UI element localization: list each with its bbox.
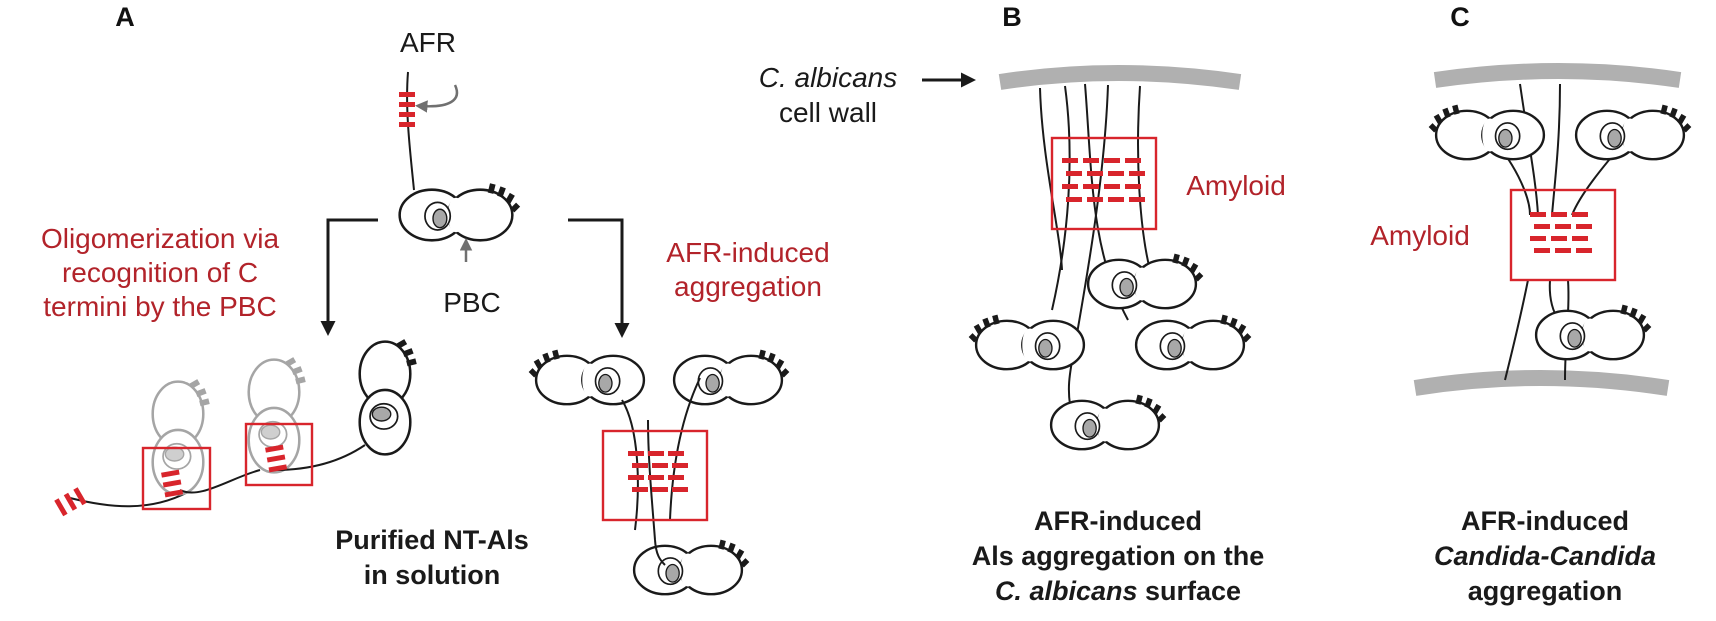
svg-text:in solution: in solution bbox=[364, 560, 500, 590]
left-branch-arrow bbox=[320, 218, 378, 336]
panel-c-caption: AFR-induced Candida-Candida aggregation bbox=[1434, 506, 1656, 606]
svg-text:Als aggregation on the: Als aggregation on the bbox=[972, 541, 1265, 571]
svg-text:cell wall: cell wall bbox=[779, 97, 877, 128]
svg-text:Oligomerization via: Oligomerization via bbox=[41, 223, 280, 254]
svg-text:AFR-induced: AFR-induced bbox=[1461, 506, 1629, 536]
amyloid-label-c: Amyloid bbox=[1370, 220, 1470, 251]
amyloid-box-c bbox=[1509, 188, 1617, 282]
amyloid-box-b bbox=[1050, 136, 1158, 231]
svg-text:aggregation: aggregation bbox=[1468, 576, 1623, 606]
cell-wall-b bbox=[998, 65, 1242, 90]
amyloid-box-solution bbox=[601, 429, 709, 522]
svg-text:AFR-induced: AFR-induced bbox=[666, 237, 829, 268]
afr-segment bbox=[399, 92, 415, 127]
oligomer-chain bbox=[54, 339, 417, 517]
panel-c: C Amyloid AFR-induced Candida-Candida ag… bbox=[1370, 2, 1689, 606]
pbc-recognition-box-1 bbox=[141, 446, 212, 511]
amyloid-stack-b bbox=[1062, 158, 1145, 202]
cell-wall-label: C. albicans cell wall bbox=[759, 62, 898, 128]
cell-wall-c-bottom bbox=[1413, 370, 1670, 396]
svg-text:Candida-Candida: Candida-Candida bbox=[1434, 541, 1656, 571]
panel-b-letter: B bbox=[1002, 2, 1022, 32]
svg-text:C. albicans surface: C. albicans surface bbox=[995, 576, 1241, 606]
panel-b: B C. albicans cell wall Amyloid AFR-indu… bbox=[759, 2, 1286, 606]
cell-wall-c-top bbox=[1433, 63, 1682, 88]
afr-induced-aggregation-label: AFR-induced aggregation bbox=[666, 237, 829, 302]
nt-als-domain bbox=[400, 184, 518, 240]
svg-text:C. albicans: C. albicans bbox=[759, 62, 898, 93]
svg-text:recognition of C: recognition of C bbox=[62, 257, 258, 288]
pbc-label: PBC bbox=[443, 287, 501, 318]
pbc-recognition-box-2 bbox=[244, 422, 314, 487]
svg-text:termini by the PBC: termini by the PBC bbox=[43, 291, 276, 322]
panel-c-letter: C bbox=[1450, 2, 1470, 32]
panel-a: A AFR PBC Oligomerization via recognitio… bbox=[41, 2, 830, 594]
afr-aggregate-solution bbox=[531, 350, 788, 594]
afr-pointer-arrow bbox=[415, 84, 458, 113]
svg-text:aggregation: aggregation bbox=[674, 271, 822, 302]
amyloid-stack-c bbox=[1530, 212, 1592, 253]
right-branch-arrow bbox=[568, 218, 630, 338]
afr-label: AFR bbox=[400, 27, 456, 58]
afr-stalk bbox=[406, 71, 415, 191]
panel-a-caption: Purified NT-Als in solution bbox=[335, 525, 529, 590]
amyloid-label-b: Amyloid bbox=[1186, 170, 1286, 201]
svg-text:Purified NT-Als: Purified NT-Als bbox=[335, 525, 529, 555]
svg-text:AFR-induced: AFR-induced bbox=[1034, 506, 1202, 536]
panel-b-caption: AFR-induced Als aggregation on the C. al… bbox=[972, 506, 1265, 606]
oligomerization-label: Oligomerization via recognition of C ter… bbox=[41, 223, 280, 322]
panel-a-letter: A bbox=[115, 2, 135, 32]
